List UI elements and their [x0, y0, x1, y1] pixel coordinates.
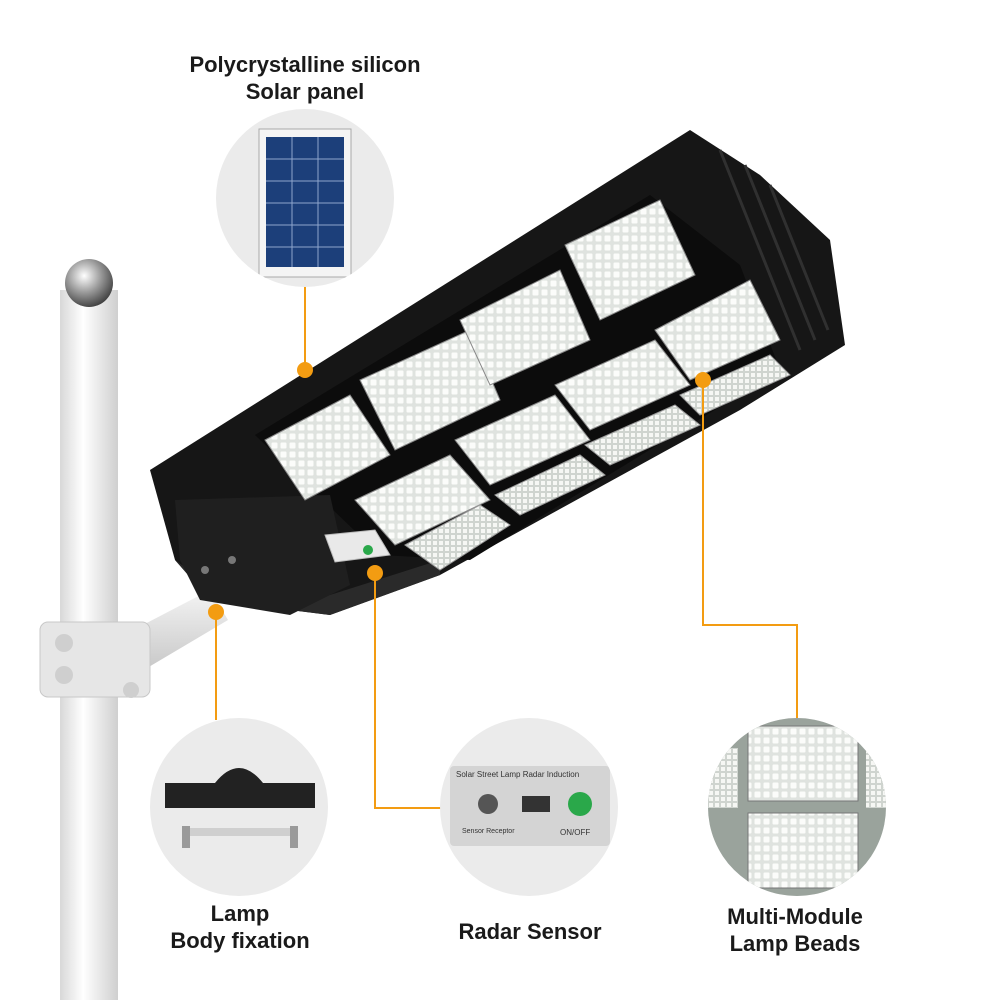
led-modules	[264, 199, 791, 571]
leader-dots	[208, 362, 711, 620]
sensor-receptor-label: Sensor Receptor	[462, 828, 515, 835]
lamp-beads-detail	[708, 718, 886, 896]
solar-panel-label-line1: Polycrystalline silicon	[189, 52, 421, 77]
sensor-plate: Solar Street Lamp Radar Induction Sensor…	[450, 766, 610, 846]
on-off-label: ON/OFF	[560, 828, 591, 837]
fixation-detail	[150, 718, 328, 896]
radar-label-line1: Radar Sensor	[458, 919, 602, 944]
solar-panel-label-line2: Solar panel	[245, 79, 365, 104]
radar-label: Radar Sensor	[430, 918, 630, 945]
sensor-receptor	[478, 794, 498, 814]
on-off-button	[568, 792, 592, 816]
solar-panel-label: Polycrystalline silicon Solar panel	[150, 51, 460, 105]
solar-panel-detail	[216, 109, 394, 287]
fixation-label-line2: Body fixation	[170, 928, 310, 953]
sensor-display	[522, 796, 550, 812]
fixation-label-line1: Lamp	[210, 901, 270, 926]
beads-label-line2: Lamp Beads	[729, 931, 861, 956]
leader-lines	[215, 287, 798, 809]
beads-label: Multi-Module Lamp Beads	[690, 903, 900, 957]
radar-sensor-detail: Solar Street Lamp Radar Induction Sensor…	[440, 718, 618, 896]
beads-label-line1: Multi-Module	[727, 904, 863, 929]
mounting-arm	[39, 590, 228, 698]
sensor-title: Solar Street Lamp Radar Induction	[456, 770, 580, 779]
fixation-label: Lamp Body fixation	[140, 900, 340, 954]
lamp-sensor	[324, 529, 391, 563]
